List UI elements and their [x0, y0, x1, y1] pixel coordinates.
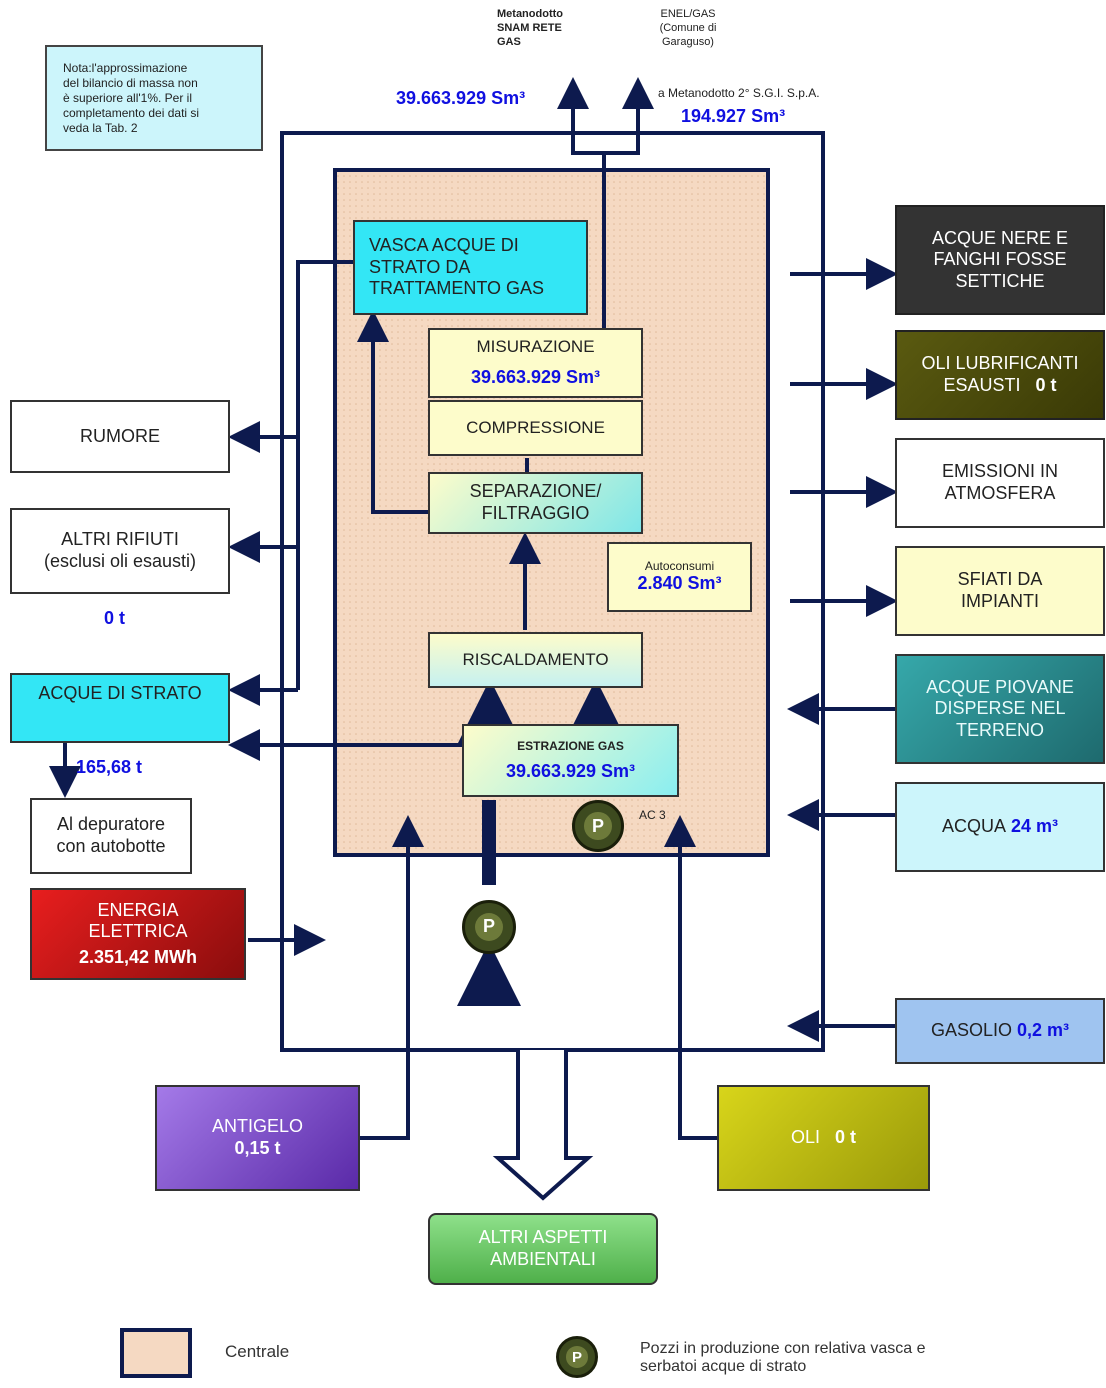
snam-value: 39.663.929 Sm³ [396, 88, 526, 108]
legend-centrale-label: Centrale [225, 1342, 290, 1361]
oli-box: OLI 0 t [717, 1085, 930, 1191]
gasolio-box: GASOLIO 0,2 m³ [895, 998, 1105, 1064]
note-line: veda la Tab. 2 [63, 120, 138, 135]
altri-aspetti-box: ALTRI ASPETTI AMBIENTALI [428, 1213, 658, 1285]
acque-strato-value: 165,68 t [76, 757, 143, 777]
snam-label: Metanodotto SNAM RETE GAS [497, 8, 563, 48]
down-arrow [492, 1050, 594, 1201]
pump-icon: P [572, 800, 624, 852]
riscaldamento-box: RISCALDAMENTO [428, 632, 643, 688]
autoconsumi-value: 2.840 Sm³ [637, 573, 722, 594]
ac3-label: AC 3 [639, 808, 666, 822]
compressione-box: COMPRESSIONE [428, 400, 643, 456]
acque-nere-box: ACQUE NERE E FANGHI FOSSE SETTICHE [895, 205, 1105, 315]
legend-pozzi-label: Pozzi in produzione con relativa vasca e… [640, 1340, 926, 1375]
metanodotto2-label: a Metanodotto 2° S.G.I. S.p.A. [658, 86, 820, 100]
note-line: è superiore all'1%. Per il [63, 90, 193, 105]
altri-rifiuti-value: 0 t [104, 608, 126, 628]
acque-strato-box: ACQUE DI STRATO [10, 673, 230, 743]
note-box: Nota:l'approssimazione del bilancio di m… [45, 45, 263, 151]
separazione-box: SEPARAZIONE/ FILTRAGGIO [428, 472, 643, 534]
depuratore-box: Al depuratore con autobotte [30, 798, 192, 874]
misurazione-label: MISURAZIONE [476, 337, 595, 356]
antigelo-box: ANTIGELO 0,15 t [155, 1085, 360, 1191]
misurazione-value: 39.663.929 Sm³ [470, 367, 601, 388]
note-line: completamento dei dati si [63, 105, 200, 120]
oli-lubrificanti-value: 0 t [1035, 375, 1057, 395]
energia-box: ENERGIA ELETTRICA 2.351,42 MWh [30, 888, 246, 980]
estrazione-value: 39.663.929 Sm³ [505, 760, 636, 781]
autoconsumi-box: Autoconsumi 2.840 Sm³ [607, 542, 752, 612]
altri-rifiuti-box: ALTRI RIFIUTI (esclusi oli esausti) [10, 508, 230, 594]
legend-centrale-swatch [120, 1328, 192, 1378]
gasolio-value: 0,2 m³ [1017, 1020, 1070, 1041]
emissioni-box: EMISSIONI IN ATMOSFERA [895, 438, 1105, 528]
acque-piovane-box: ACQUE PIOVANE DISPERSE NEL TERRENO [895, 654, 1105, 764]
metanodotto2-value: 194.927 Sm³ [681, 106, 786, 126]
note-line: del bilancio di massa non [63, 75, 198, 90]
note-line: Nota:l'approssimazione [63, 60, 188, 75]
oli-lubrificanti-box: OLI LUBRIFICANTI ESAUSTI 0 t [895, 330, 1105, 420]
acqua-value: 24 m³ [1011, 816, 1059, 837]
oli-value: 0 t [835, 1127, 857, 1148]
acqua-box: ACQUA 24 m³ [895, 782, 1105, 872]
rumore-box: RUMORE [10, 400, 230, 473]
estrazione-box: ESTRAZIONE GAS 39.663.929 Sm³ [462, 724, 679, 797]
energia-value: 2.351,42 MWh [78, 946, 198, 967]
antigelo-value: 0,15 t [234, 1138, 281, 1158]
enel-label: ENEL/GAS (Comune di Garaguso) [659, 8, 717, 48]
vasca-box: VASCA ACQUE DI STRATO DA TRATTAMENTO GAS [353, 220, 588, 315]
pump-icon: P [462, 900, 516, 954]
legend-pump-icon: P [556, 1336, 598, 1378]
sfiati-box: SFIATI DA IMPIANTI [895, 546, 1105, 636]
misurazione-box: MISURAZIONE 39.663.929 Sm³ [428, 328, 643, 398]
